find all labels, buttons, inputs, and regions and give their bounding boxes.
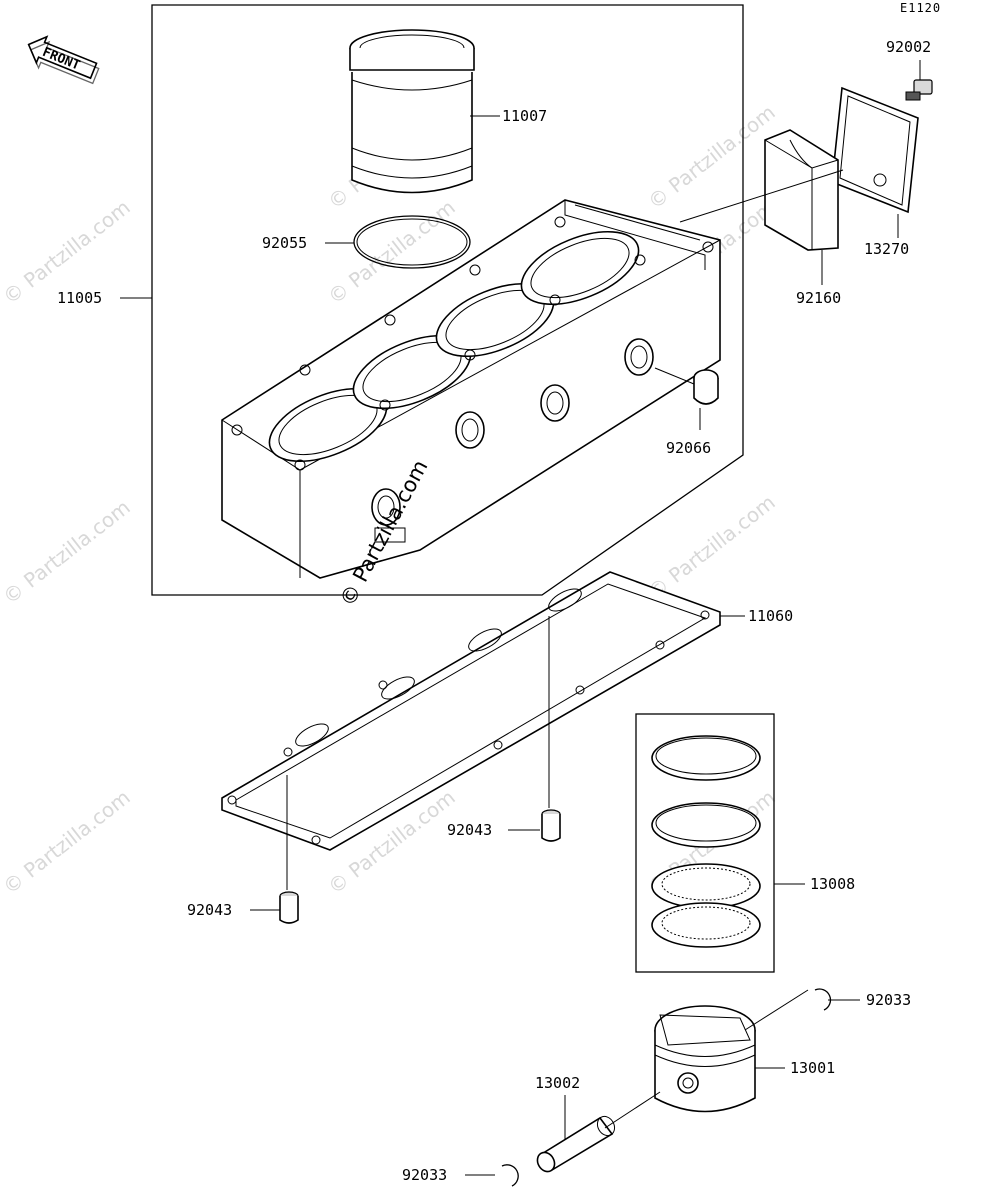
part-label[interactable]: 92043 xyxy=(187,901,232,919)
part-label[interactable]: 13002 xyxy=(535,1074,580,1092)
part-label[interactable]: 11005 xyxy=(57,289,102,307)
part-label[interactable]: 92160 xyxy=(796,289,841,307)
cylinder-group-frame xyxy=(151,4,744,596)
base-gasket-drawing xyxy=(221,571,721,851)
part-label[interactable]: 13001 xyxy=(790,1059,835,1077)
part-label[interactable]: 92002 xyxy=(886,38,931,56)
watermark: © Partzilla.com xyxy=(0,495,135,609)
piston-ring-set-frame xyxy=(635,713,775,973)
cover-plate-drawing xyxy=(831,86,919,214)
diagram-code: E1120 xyxy=(900,1,941,15)
front-arrow-icon: FRONT xyxy=(27,35,100,85)
leader-lines xyxy=(120,60,921,1176)
part-label[interactable]: 11007 xyxy=(502,107,547,125)
plug-drawing xyxy=(693,369,719,405)
piston-pin-drawing xyxy=(536,1115,616,1173)
piston-drawing xyxy=(654,1005,756,1113)
dowel-pin-drawing xyxy=(279,809,561,924)
piston-rings-drawing xyxy=(651,735,761,948)
cylinder-block-drawing xyxy=(221,199,721,579)
circlip-drawing xyxy=(501,988,832,1187)
part-label[interactable]: 92066 xyxy=(666,439,711,457)
insulator-drawing xyxy=(764,129,839,251)
part-label[interactable]: 92033 xyxy=(866,991,911,1009)
part-label[interactable]: 11060 xyxy=(748,607,793,625)
part-label[interactable]: 13008 xyxy=(810,875,855,893)
part-label[interactable]: 92033 xyxy=(402,1166,447,1184)
part-labels: 11007 92055 11005 92002 13270 92160 9206… xyxy=(57,38,931,1184)
watermark: © Partzilla.com xyxy=(643,490,779,604)
part-label[interactable]: 92055 xyxy=(262,234,307,252)
cylinder-liner-drawing xyxy=(349,29,475,194)
watermark: © Partzilla.com xyxy=(0,785,135,899)
o-ring-drawing xyxy=(353,215,471,269)
part-label[interactable]: 13270 xyxy=(864,240,909,258)
bolt-drawing xyxy=(905,79,933,101)
part-label[interactable]: 92043 xyxy=(447,821,492,839)
